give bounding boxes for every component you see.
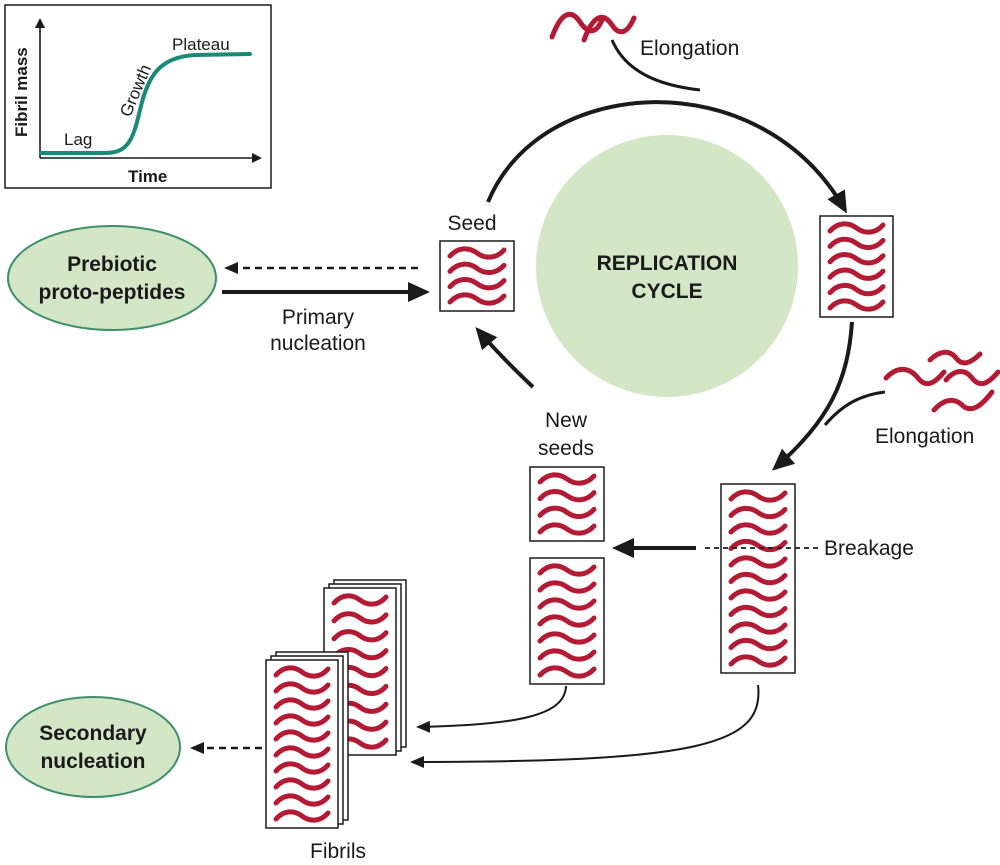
new-seeds-to-fibrils-arrow bbox=[416, 685, 567, 733]
elongation-label-top: Elongation bbox=[640, 37, 739, 60]
elongated-strand bbox=[827, 267, 886, 281]
fibril-back-strand bbox=[331, 647, 389, 661]
new-seed-bottom-strands bbox=[537, 563, 597, 679]
elongation-label-right: Elongation bbox=[875, 425, 974, 448]
long-fibril-strand bbox=[728, 522, 788, 536]
fibril-front-strand bbox=[273, 745, 331, 759]
primary-nucleation-line1: Primary bbox=[282, 306, 355, 329]
long-fibril-strand bbox=[728, 571, 788, 586]
elongated-fibril-strands bbox=[827, 221, 886, 312]
long-fibril-strand bbox=[728, 621, 788, 635]
long-fibril-strand bbox=[728, 555, 788, 569]
fibril-front-strand bbox=[273, 777, 331, 791]
long-fibril-strand bbox=[728, 654, 788, 668]
seed-label: Seed bbox=[447, 212, 496, 235]
replication-cycle-disc bbox=[536, 135, 798, 397]
elongated-strand bbox=[827, 298, 886, 312]
seed-strand bbox=[447, 277, 507, 291]
fibrils-label: Fibrils bbox=[310, 840, 366, 863]
cycle-arc-top bbox=[486, 100, 847, 214]
fibril-front-strand bbox=[273, 793, 331, 807]
new-seed-top-strand bbox=[537, 505, 597, 519]
seed-strands bbox=[447, 246, 507, 306]
elongated-strand bbox=[827, 221, 886, 235]
prebiotic-label-line1: Prebiotic bbox=[67, 253, 157, 276]
fibril-back-strand bbox=[331, 593, 389, 607]
fibril-back-strand bbox=[331, 629, 389, 643]
fibrils-stack bbox=[265, 579, 407, 829]
seed-strand bbox=[447, 261, 507, 275]
long-fibril-strand bbox=[728, 604, 788, 619]
new-seed-bottom-strand bbox=[537, 597, 597, 611]
new-seed-bottom-strand bbox=[537, 563, 597, 577]
inset-plot: Fibril mass Time Lag Growth Plateau bbox=[4, 4, 272, 189]
inset-xlabel: Time bbox=[128, 167, 167, 186]
elongated-strand bbox=[827, 252, 886, 266]
elongated-strand bbox=[827, 236, 886, 251]
fibril-front-strand bbox=[273, 729, 331, 743]
new-seed-top-strand bbox=[537, 522, 597, 536]
prebiotic-ellipse bbox=[7, 225, 217, 331]
new-seed-bottom-strand bbox=[537, 648, 597, 662]
fibril-front-strand bbox=[273, 761, 331, 775]
new-seed-bottom-strand bbox=[537, 614, 597, 628]
seed-strand bbox=[447, 246, 507, 260]
cycle-arc-left bbox=[475, 326, 535, 389]
elongated-fibril-box bbox=[819, 215, 894, 318]
elongation-input-top bbox=[610, 39, 701, 92]
prebiotic-label-line2: proto-peptides bbox=[39, 281, 186, 304]
free-peptides-top bbox=[549, 11, 637, 43]
new-seed-top-strands bbox=[537, 472, 597, 536]
long-fibril-strand bbox=[728, 489, 788, 503]
long-fibril-strands bbox=[728, 489, 788, 668]
free-peptides-right bbox=[883, 349, 1000, 413]
cycle-arc-right bbox=[771, 321, 854, 471]
inset-ylabel: Fibril mass bbox=[12, 47, 31, 137]
secondary-label-line1: Secondary bbox=[39, 722, 147, 745]
secondary-label-line2: nucleation bbox=[40, 750, 145, 773]
cycle-label-line1: REPLICATION bbox=[597, 252, 738, 275]
phase-label-lag: Lag bbox=[64, 130, 92, 149]
secondary-nucleation-ellipse bbox=[5, 696, 181, 798]
long-fibril-strand bbox=[728, 588, 788, 602]
fibril-front-strand bbox=[273, 681, 331, 695]
new-seed-bottom-strand bbox=[537, 580, 597, 594]
fibril-front-strand bbox=[273, 809, 331, 823]
elongated-strand bbox=[827, 282, 886, 297]
phase-label-plateau: Plateau bbox=[172, 35, 230, 54]
fibril-front-strand bbox=[273, 665, 331, 679]
new-seeds-label-line1: New bbox=[545, 409, 588, 432]
breakage-label: Breakage bbox=[824, 537, 914, 560]
fibril-front-strand bbox=[273, 697, 331, 711]
new-seeds-label-line2: seeds bbox=[538, 437, 594, 460]
inset-sigmoid-curve bbox=[39, 52, 252, 155]
long-fibril-to-fibrils-arrow bbox=[410, 684, 760, 768]
new-seed-bottom-strand bbox=[537, 631, 597, 645]
seed-strand bbox=[447, 292, 507, 306]
fibril-front-strand bbox=[273, 713, 331, 727]
new-seed-bottom-strand bbox=[537, 665, 597, 679]
fibril-back-strand bbox=[331, 611, 389, 625]
new-seed-top-strand bbox=[537, 472, 597, 486]
long-fibril-strand bbox=[728, 505, 788, 520]
new-seed-top-strand bbox=[537, 489, 597, 503]
primary-nucleation-line2: nucleation bbox=[270, 332, 366, 355]
elongation-input-right bbox=[823, 390, 886, 426]
long-fibril-strand bbox=[728, 637, 788, 652]
cycle-label-line2: CYCLE bbox=[631, 280, 702, 303]
